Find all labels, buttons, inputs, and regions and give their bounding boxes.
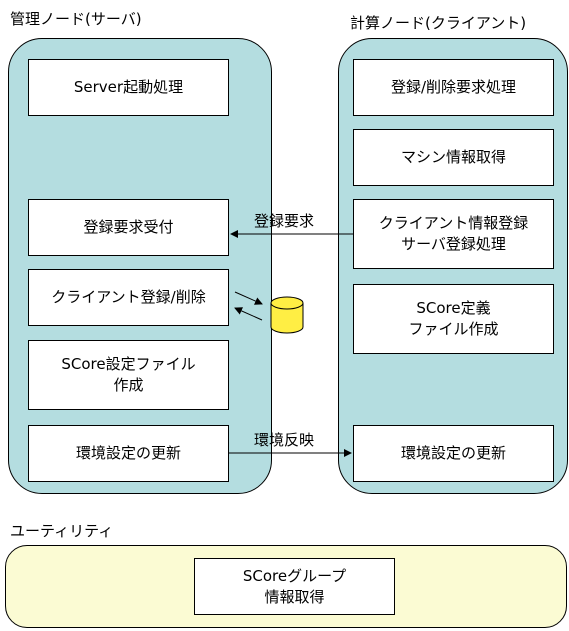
- score-group-info-line1: SCoreグループ: [242, 566, 347, 585]
- score-group-info-box: SCoreグループ 情報取得: [194, 558, 395, 615]
- env-reflect-label: 環境反映: [254, 431, 315, 449]
- database-icon: [270, 296, 304, 334]
- db-write-arrow: [234, 291, 263, 305]
- machine-info-box: マシン情報取得: [353, 129, 554, 186]
- register-receive-label: 登録要求受付: [83, 218, 174, 236]
- client-info-register-box: クライアント情報登録 サーバ登録処理: [353, 199, 554, 269]
- score-config-file-line2: 作成: [113, 376, 144, 394]
- score-config-file-box: SCore設定ファイル 作成: [28, 340, 229, 410]
- server-env-update-label: 環境設定の更新: [75, 444, 181, 462]
- score-definition-file-box: SCore定義 ファイル作成: [353, 284, 554, 354]
- client-panel-title: 計算ノード(クライアント): [350, 14, 527, 32]
- register-delete-request-box: 登録/削除要求処理: [353, 59, 554, 116]
- client-info-register-line1: クライアント情報登録: [378, 214, 529, 232]
- register-request-label: 登録要求: [254, 212, 315, 230]
- client-register-delete-label: クライアント登録/削除: [51, 288, 206, 306]
- score-group-info-line2: 情報取得: [264, 587, 325, 606]
- client-env-update-box: 環境設定の更新: [353, 425, 554, 482]
- client-env-update-label: 環境設定の更新: [400, 444, 506, 462]
- server-start-box: Server起動処理: [28, 59, 229, 116]
- score-definition-file-line2: ファイル作成: [408, 320, 499, 338]
- register-receive-box: 登録要求受付: [28, 199, 229, 256]
- client-info-register-line2: サーバ登録処理: [401, 235, 506, 253]
- server-panel-title: 管理ノード(サーバ): [10, 10, 142, 28]
- server-start-label: Server起動処理: [73, 78, 184, 96]
- utility-panel-title: ユーティリティ: [10, 522, 114, 540]
- score-definition-file-line1: SCore定義: [416, 299, 491, 317]
- db-read-arrow: [234, 307, 263, 321]
- server-env-update-box: 環境設定の更新: [28, 425, 229, 482]
- client-register-delete-box: クライアント登録/削除: [28, 269, 229, 326]
- register-delete-request-label: 登録/削除要求処理: [390, 78, 517, 96]
- machine-info-label: マシン情報取得: [400, 148, 506, 166]
- score-config-file-line1: SCore設定ファイル: [61, 355, 196, 373]
